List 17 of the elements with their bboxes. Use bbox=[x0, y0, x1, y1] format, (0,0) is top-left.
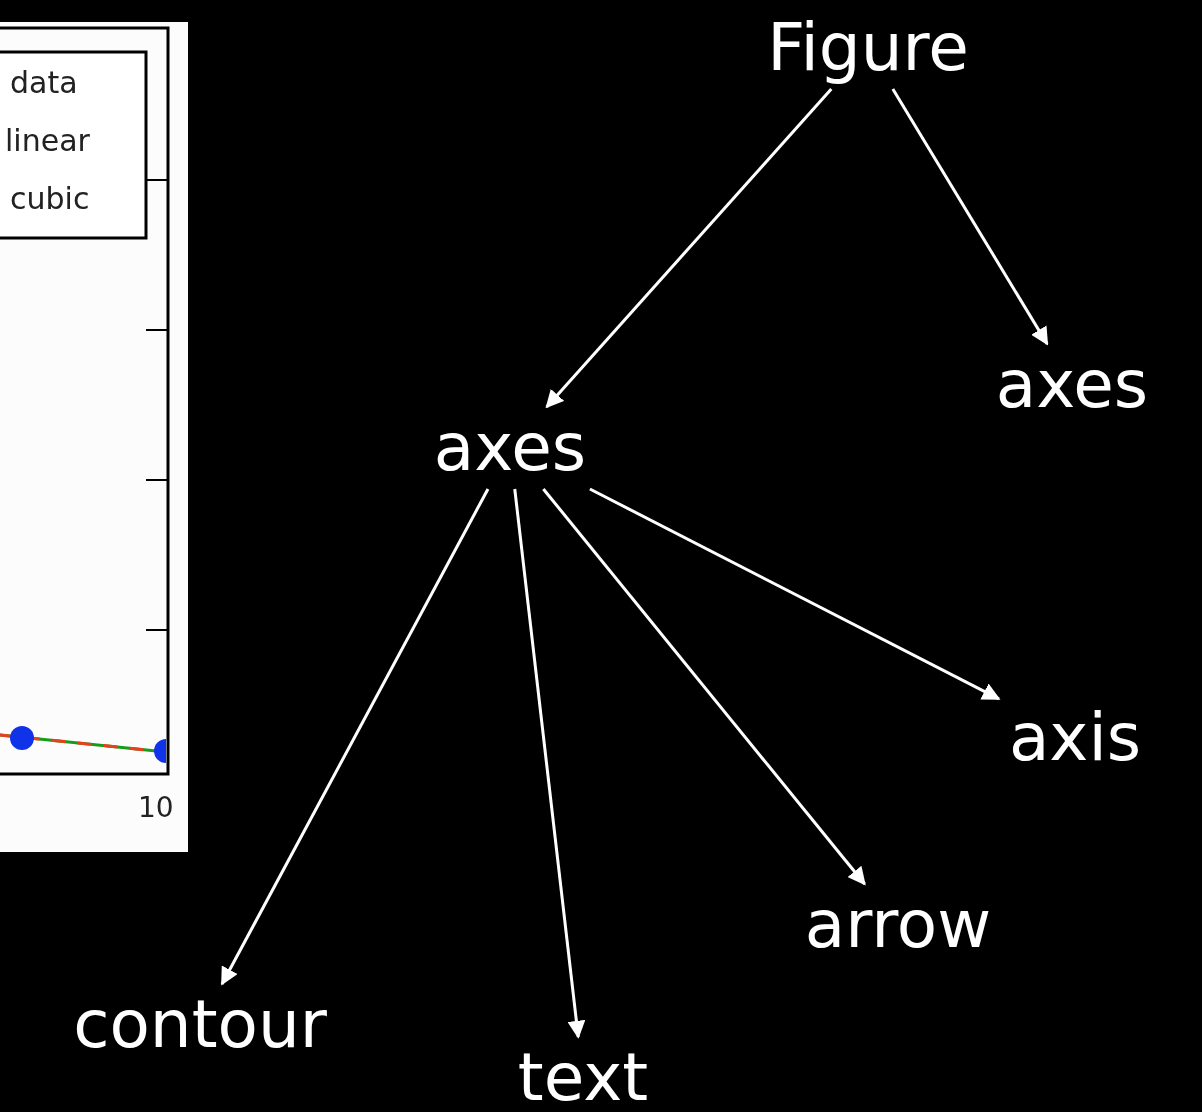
legend-text: linear bbox=[5, 126, 90, 156]
arrow bbox=[891, 88, 1049, 346]
node-label: axes bbox=[429, 413, 591, 483]
tick-label: 10 bbox=[138, 794, 174, 822]
arrow bbox=[589, 487, 1001, 701]
legend-text: cubic bbox=[10, 184, 90, 214]
legend-text: data bbox=[10, 68, 78, 98]
arrow bbox=[513, 488, 586, 1039]
node-label: arrow bbox=[800, 890, 996, 960]
node-label: contour bbox=[69, 990, 331, 1060]
node-label: axis bbox=[1004, 703, 1146, 773]
arrow bbox=[220, 488, 490, 986]
arrow bbox=[542, 488, 866, 886]
node-label: Figure bbox=[763, 13, 973, 83]
node-label: text bbox=[513, 1043, 653, 1112]
node-label: axes bbox=[991, 350, 1153, 420]
arrow bbox=[545, 88, 833, 409]
